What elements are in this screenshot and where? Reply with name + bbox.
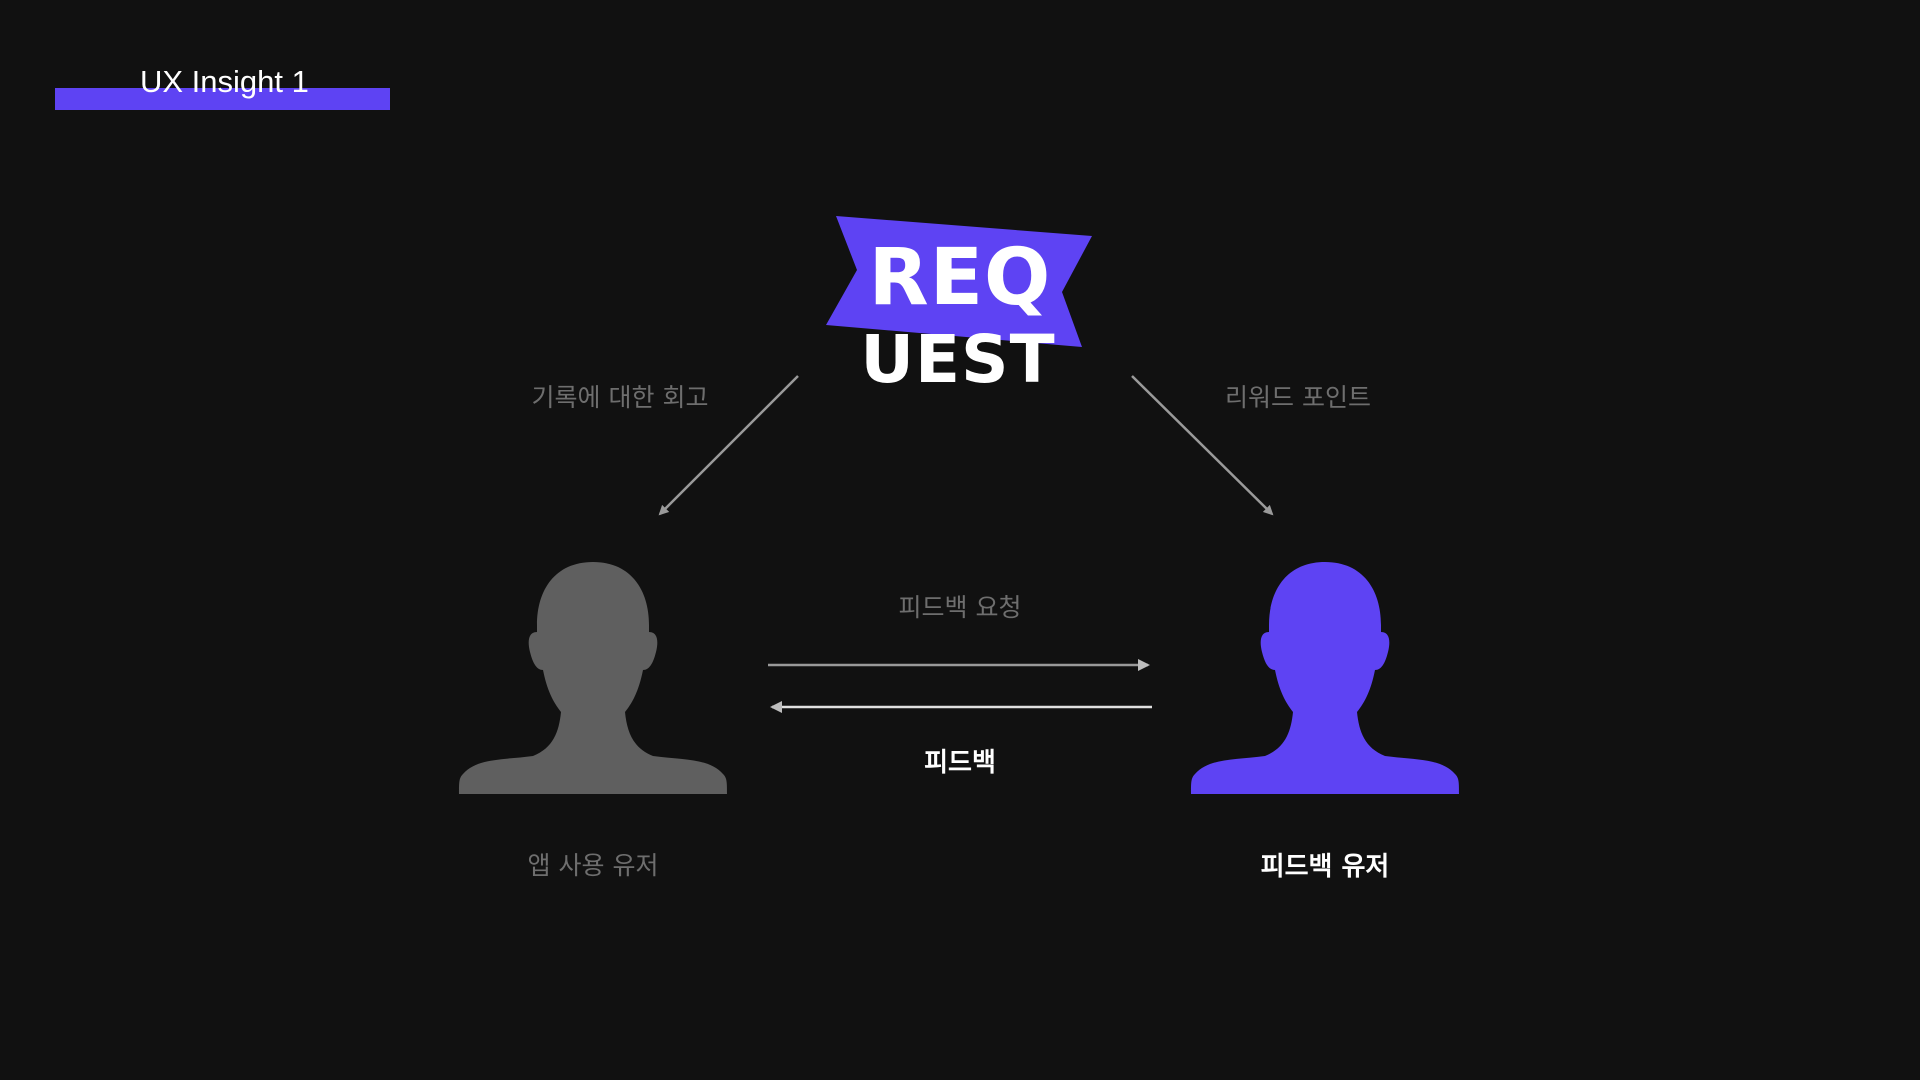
logo-banner-shape [826, 216, 1092, 347]
logo-text-line1: REQ [868, 233, 1052, 323]
arrow-to-feedback-user [1131, 375, 1274, 516]
app-user-label: 앱 사용 유저 [527, 851, 659, 880]
feedback-label: 피드백 [924, 748, 996, 778]
person-silhouette-icon [1191, 562, 1459, 794]
logo-text-line2: UEST [860, 321, 1056, 398]
title-underline-bar [55, 88, 390, 110]
header: UX Insight 1 [55, 60, 390, 112]
feedback-user-label: 피드백 유저 [1260, 852, 1390, 882]
arrow-to-app-user [658, 375, 799, 516]
request-label: 피드백 요청 [898, 593, 1022, 622]
right-branch-label: 리워드 포인트 [1225, 383, 1371, 412]
person-silhouette-icon [459, 562, 727, 794]
left-branch-label: 기록에 대한 회고 [531, 383, 709, 412]
page-title: UX Insight 1 [140, 64, 309, 99]
